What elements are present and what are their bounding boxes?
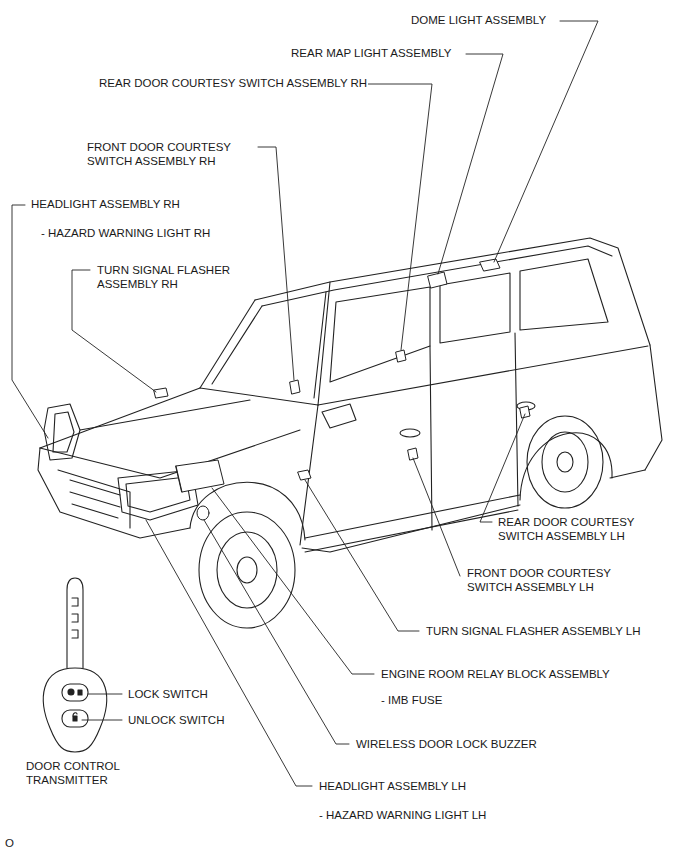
part-label: DOME LIGHT ASSEMBLY [410,13,547,27]
component-symbols-part [520,406,530,418]
vehicle-body-part [400,429,420,437]
vehicle-body-part [262,246,612,306]
transmitter-key-part [62,710,88,727]
vehicle-body-part [314,292,326,398]
vehicle-body-part [200,300,255,388]
leader-lines-part [438,54,503,274]
component-symbols-part [298,470,311,480]
part-label: REAR DOOR COURTESY SWITCH ASSEMBLY RH [98,76,368,90]
vehicle-body-part [527,416,603,508]
vehicle-body [38,238,662,628]
part-label: ENGINE ROOM RELAY BLOCK ASSEMBLY [380,667,611,681]
sub-part-label: - IMB FUSE [380,693,443,707]
transmitter-key-part [62,684,88,701]
vehicle-body-part [70,492,120,507]
leader-lines-part [480,414,525,522]
component-symbols-part [176,466,182,492]
component-symbols-part [396,350,406,362]
vehicle-body-part [200,388,318,405]
leader-lines-part [366,84,432,350]
vehicle-body-part [305,510,518,552]
vehicle-body-part [330,287,430,382]
part-label: FRONT DOOR COURTESY SWITCH ASSEMBLY RH [86,140,256,168]
vehicle-body-part [557,452,573,472]
part-label: UNLOCK SWITCH [127,713,225,727]
vehicle-body-part [322,404,356,428]
transmitter-key-part [68,689,74,695]
vehicle-body-part [542,432,588,492]
part-label: REAR MAP LIGHT ASSEMBLY [290,46,452,60]
vehicle-body-part [190,482,305,540]
vehicle-body-part [610,470,645,478]
part-label: TURN SIGNAL FLASHER ASSEMBLY RH [96,263,263,291]
vehicle-body-part [212,306,262,384]
sub-part-label: - HAZARD WARNING LIGHT LH [318,808,487,822]
vehicle-body-part [199,512,295,628]
page-marker: O [4,836,15,850]
leader-lines-part [494,21,598,262]
transmitter-key-part [67,578,83,668]
part-label: FRONT DOOR COURTESY SWITCH ASSEMBLY LH [466,566,636,594]
part-label: WIRELESS DOOR LOCK BUZZER [355,737,538,751]
vehicle-body-part [44,404,80,460]
vehicle-body-part [515,333,518,506]
sub-part-label: - HAZARD WARNING LIGHT RH [40,226,211,240]
part-label: HEADLIGHT ASSEMBLY LH [318,779,467,793]
vehicle-body-part [70,480,120,495]
leader-lines-part [212,488,374,674]
part-label: TURN SIGNAL FLASHER ASSEMBLY LH [425,624,642,638]
part-label: HEADLIGHT ASSEMBLY RH [30,197,181,211]
vehicle-body-part [520,433,612,500]
vehicle-body-part [318,346,648,405]
vehicle-body-part [645,345,662,470]
vehicle-body-part [80,400,250,430]
part-label: LOCK SWITCH [127,687,209,701]
transmitter-key-part [72,598,78,638]
part-label: DOOR CONTROL TRANSMITTER [25,759,149,787]
transmitter-key-part [73,713,77,716]
vehicle-body-part [38,448,190,538]
transmitter-key [43,578,106,752]
leader-lines-part [204,520,349,744]
component-symbols-part [197,506,209,520]
component-symbols-part [176,460,224,492]
leader-lines-part [305,480,419,631]
part-label: REAR DOOR COURTESY SWITCH ASSEMBLY LH [497,515,659,543]
component-symbols-part [428,272,447,288]
component-symbols-part [154,388,168,398]
component-symbols [154,259,530,520]
vehicle-body-part [520,259,608,330]
transmitter-key-part [73,716,77,721]
vehicle-body-part [58,470,130,528]
vehicle-body-part [440,273,510,343]
vehicle-body-part [255,238,650,345]
transmitter-key-part [78,690,82,695]
vehicle-body-part [53,412,74,452]
vehicle-body-part [72,504,118,518]
leader-lines-part [88,694,122,695]
vehicle-body-part [237,557,257,583]
vehicle-body-part [40,388,200,448]
leader-lines-part [146,520,312,786]
component-symbols-part [480,259,500,271]
vehicle-body-part [40,430,300,478]
vehicle-body-part [217,532,277,608]
transmitter-key-part [43,668,106,752]
leader-lines-part [258,147,294,380]
component-symbols-part [290,380,300,394]
leader-lines-part [413,458,460,576]
